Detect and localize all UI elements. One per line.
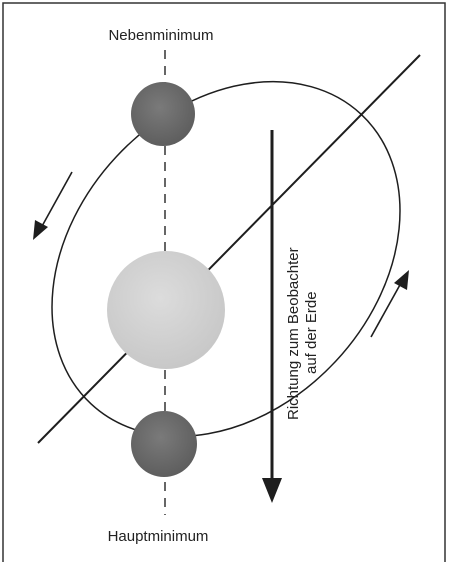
companion-star-top	[131, 82, 195, 146]
orbit-ellipse	[51, 80, 401, 438]
orbital-plane-line	[37, 54, 421, 444]
label-direction-line1: Richtung zum Beobachter	[285, 247, 302, 420]
label-direction-line2: auf der Erde	[303, 291, 320, 374]
label-nebenminimum: Nebenminimum	[108, 27, 213, 44]
primary-star	[107, 251, 225, 369]
rotation-arrow-right	[370, 270, 409, 338]
rotation-arrow-left	[33, 171, 73, 240]
companion-star-bottom	[131, 411, 197, 477]
observer-direction-arrow	[262, 130, 282, 503]
label-hauptminimum: Hauptminimum	[108, 528, 209, 545]
